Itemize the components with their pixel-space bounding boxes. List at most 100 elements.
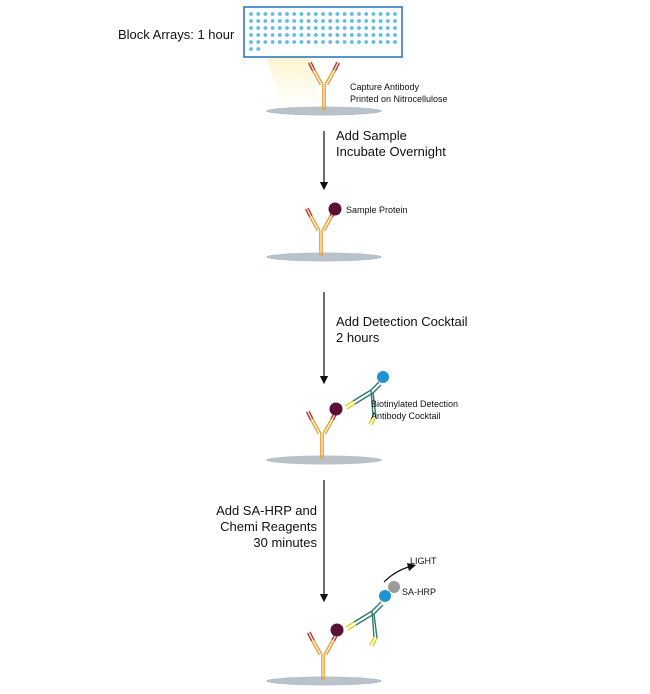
array-spot [292,33,297,37]
array-spot [277,26,282,30]
array-spot [313,19,318,23]
array-spot [335,19,340,23]
array-spot [393,33,397,37]
sample-protein [330,623,344,637]
detection-antibody-step3 [344,381,382,426]
array-spot [328,12,333,16]
array-spot [342,40,347,44]
array-spot [249,40,253,44]
array-spot [364,26,369,30]
sa-hrp [388,581,400,593]
array-spot [364,12,369,16]
array-spot [277,40,282,44]
array-spot [263,12,268,16]
add-detection-cocktail-label: Add Detection Cocktail [336,314,468,329]
array-spot [285,26,289,30]
array-spot [349,40,354,44]
antibody-cocktail-label: Antibody Cocktail [371,411,441,421]
array-spot [371,26,376,30]
array-spot [306,40,311,44]
array-spot [285,33,289,37]
surface-step4 [266,676,382,686]
array-spot [335,26,340,30]
capture-antibody-label: Capture Antibody [350,82,420,92]
add-sa-hrp-label: Add SA-HRP and [216,503,317,518]
array-spot [349,33,354,37]
array-spot [285,40,289,44]
incubate-overnight-label: Incubate Overnight [336,144,446,159]
array-spot [270,26,275,30]
sample-protein [329,402,343,416]
array-spot [256,12,261,16]
array-spot [263,19,268,23]
array-spot [256,40,261,44]
array-spot [357,40,361,44]
array-spot [378,40,383,44]
array-spot [306,26,311,30]
array-spot [249,33,253,37]
capture-antibody-step4 [306,631,340,680]
array-spot [299,33,304,37]
array-spot [285,19,289,23]
array-spot [357,12,361,16]
array-spot [378,19,383,23]
array-spot [313,12,318,16]
array-spot [321,26,325,30]
array-spot [335,33,340,37]
array-spot [292,26,297,30]
array-spot [285,12,289,16]
add-sample-label: Add Sample [336,128,407,143]
array-spot [313,33,318,37]
array-spot [385,12,390,16]
array-spot [378,26,383,30]
array-spot [299,26,304,30]
array-spot [371,19,376,23]
array-spot [249,26,253,30]
array-spot [263,33,268,37]
array-spot [299,40,304,44]
biotinylated-detection-label: Biotinylated Detection [371,399,459,409]
array-spot [357,19,361,23]
array-spot [335,12,340,16]
array-spot [364,33,369,37]
biotin [379,590,391,602]
array-spot [364,19,369,23]
array-spot [277,33,282,37]
array-spot [277,19,282,23]
array-spot [321,12,325,16]
array-spot [328,19,333,23]
array-spot [256,47,261,51]
array-spot [342,12,347,16]
surface-step3 [266,455,382,465]
chemi-reagents-label: Chemi Reagents [220,519,317,534]
array-spot [385,40,390,44]
array-spot [393,12,397,16]
array-spot [249,19,253,23]
array-spot [385,33,390,37]
array-spot [378,33,383,37]
array-spot [249,47,253,51]
array-spot [306,19,311,23]
array-spot [342,26,347,30]
array-spot [270,19,275,23]
array-spot [313,40,318,44]
array-spot [321,19,325,23]
array-spot [393,26,397,30]
array-spot [385,26,390,30]
array-spot [292,12,297,16]
array-spot [378,12,383,16]
light-emission-arrow [383,562,417,583]
array-spot [349,12,354,16]
array-spot [371,33,376,37]
array-spot [277,12,282,16]
array-spot [342,33,347,37]
array-spot [299,19,304,23]
array-spot [349,26,354,30]
nitrocellulose-label: Printed on Nitrocellulose [350,94,448,104]
array-spot [328,33,333,37]
capture-antibody-step2 [304,207,338,256]
array-spot [249,12,253,16]
array-spot [321,33,325,37]
thirty-minutes-label: 30 minutes [253,535,317,550]
